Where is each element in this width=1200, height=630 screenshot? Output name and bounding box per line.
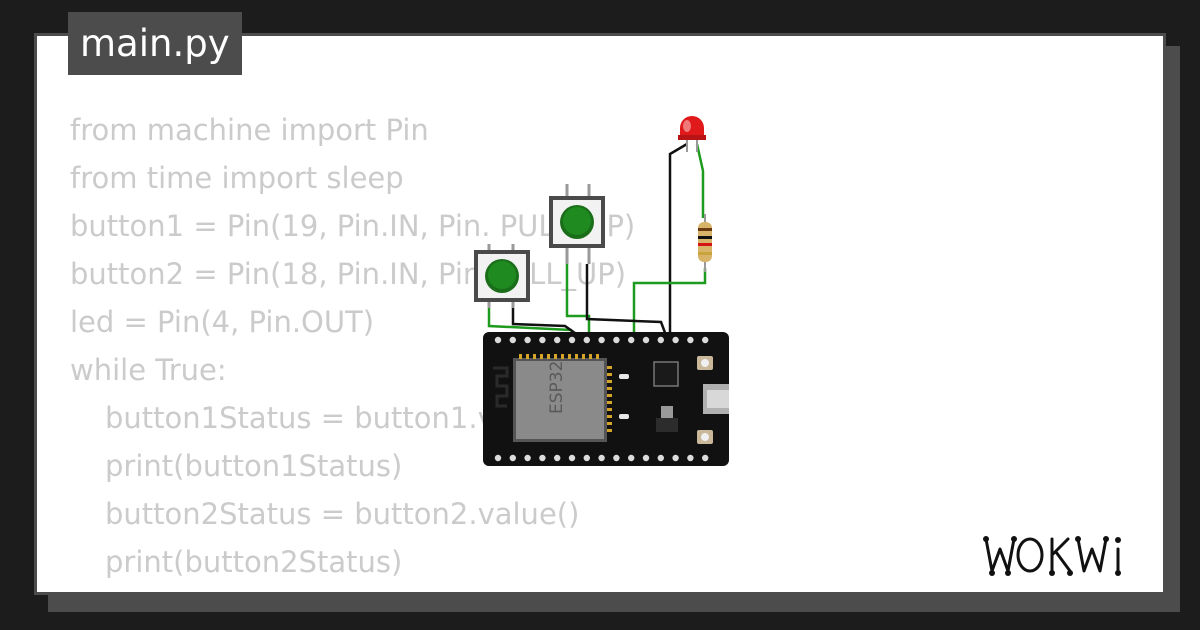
header-pin[interactable] xyxy=(598,336,605,344)
chip-pin xyxy=(607,387,612,390)
chip-pin xyxy=(540,354,543,359)
header-pin[interactable] xyxy=(687,336,694,344)
header-pin[interactable] xyxy=(509,336,516,344)
header-pin[interactable] xyxy=(539,454,546,462)
resistor[interactable] xyxy=(698,214,712,272)
bottom-header-pins xyxy=(494,454,709,462)
code-line: from time import sleep xyxy=(70,161,404,195)
wire-led-resistor xyxy=(695,143,705,218)
code-preview: from machine import Pin from time import … xyxy=(70,106,970,592)
header-pin[interactable] xyxy=(642,336,650,344)
header-pin[interactable] xyxy=(524,454,531,462)
header-pin[interactable] xyxy=(539,336,546,344)
project-card: from machine import Pin from time import … xyxy=(34,33,1166,595)
header-pin[interactable] xyxy=(628,336,635,344)
header-pin[interactable] xyxy=(554,454,561,462)
chip-pin xyxy=(589,354,592,359)
header-pin[interactable] xyxy=(628,454,635,462)
chip-pin xyxy=(607,401,612,404)
header-pin[interactable] xyxy=(524,336,531,344)
circuit-diagram: ESP32 xyxy=(474,116,729,466)
header-pin[interactable] xyxy=(554,336,561,344)
code-line: button2 = Pin(18, Pin.IN, Pin.PULL_UP) xyxy=(70,257,627,291)
header-pin[interactable] xyxy=(672,454,679,462)
chip-pin xyxy=(533,354,536,359)
code-line: print(button2Status) xyxy=(105,545,403,579)
filename-tab[interactable]: main.py xyxy=(68,12,242,75)
header-pin[interactable] xyxy=(494,454,502,462)
chip-pin xyxy=(607,408,612,411)
chip-pin xyxy=(526,354,529,359)
wire-resistor-d4 xyxy=(632,268,707,338)
header-pin[interactable] xyxy=(509,454,516,462)
chip-pin xyxy=(607,380,612,383)
header-pin[interactable] xyxy=(702,336,709,344)
header-pin[interactable] xyxy=(672,336,679,344)
esp32-board[interactable]: ESP32 xyxy=(483,332,729,466)
header-pin[interactable] xyxy=(702,454,709,462)
chip-pin xyxy=(607,415,612,418)
chip-pin xyxy=(596,354,599,359)
header-pin[interactable] xyxy=(598,454,605,462)
red-led[interactable] xyxy=(678,116,706,152)
header-pin[interactable] xyxy=(568,336,576,344)
code-line: from machine import Pin xyxy=(70,113,429,147)
code-line: button2Status = button2.value() xyxy=(105,497,580,531)
code-line: print(button1Status) xyxy=(105,449,403,483)
wire-button1-d19 xyxy=(565,264,591,338)
chip-pins xyxy=(519,354,612,432)
chip-pin xyxy=(554,354,557,359)
header-pin[interactable] xyxy=(613,454,620,462)
header-pin[interactable] xyxy=(583,454,590,462)
chip-pin xyxy=(607,394,612,397)
code-line: led = Pin(4, Pin.OUT) xyxy=(70,305,375,339)
chip-pin xyxy=(607,422,612,425)
chip-pin xyxy=(607,373,612,376)
chip-pin xyxy=(547,354,550,359)
chip-pin xyxy=(607,429,612,432)
header-pin[interactable] xyxy=(657,454,664,462)
header-pin[interactable] xyxy=(657,336,664,344)
pushbutton-2[interactable] xyxy=(474,244,530,308)
chip-pin xyxy=(582,354,585,359)
wokwi-wordmark xyxy=(984,537,1120,573)
chip-pin xyxy=(568,354,571,359)
chip-pin xyxy=(607,366,612,369)
code-line: while True: xyxy=(70,353,227,387)
top-header-pins xyxy=(494,336,709,344)
chip-pin xyxy=(575,354,578,359)
wire-button1-gnd xyxy=(585,264,669,339)
header-pin[interactable] xyxy=(583,336,590,344)
chip-pin xyxy=(561,354,564,359)
pushbutton-1[interactable] xyxy=(549,184,605,264)
wire-led-gnd xyxy=(668,142,688,338)
wokwi-dots xyxy=(983,536,1121,576)
header-pin[interactable] xyxy=(494,336,502,344)
wokwi-logo xyxy=(983,536,1121,576)
header-pin[interactable] xyxy=(568,454,576,462)
chip-pin xyxy=(519,354,522,359)
code-line: button1 = Pin(19, Pin.IN, Pin. PULL_UP) xyxy=(70,209,636,243)
header-pin[interactable] xyxy=(687,454,694,462)
header-pin[interactable] xyxy=(642,454,650,462)
header-pin[interactable] xyxy=(613,336,620,344)
chip-label: ESP32 xyxy=(547,361,567,414)
